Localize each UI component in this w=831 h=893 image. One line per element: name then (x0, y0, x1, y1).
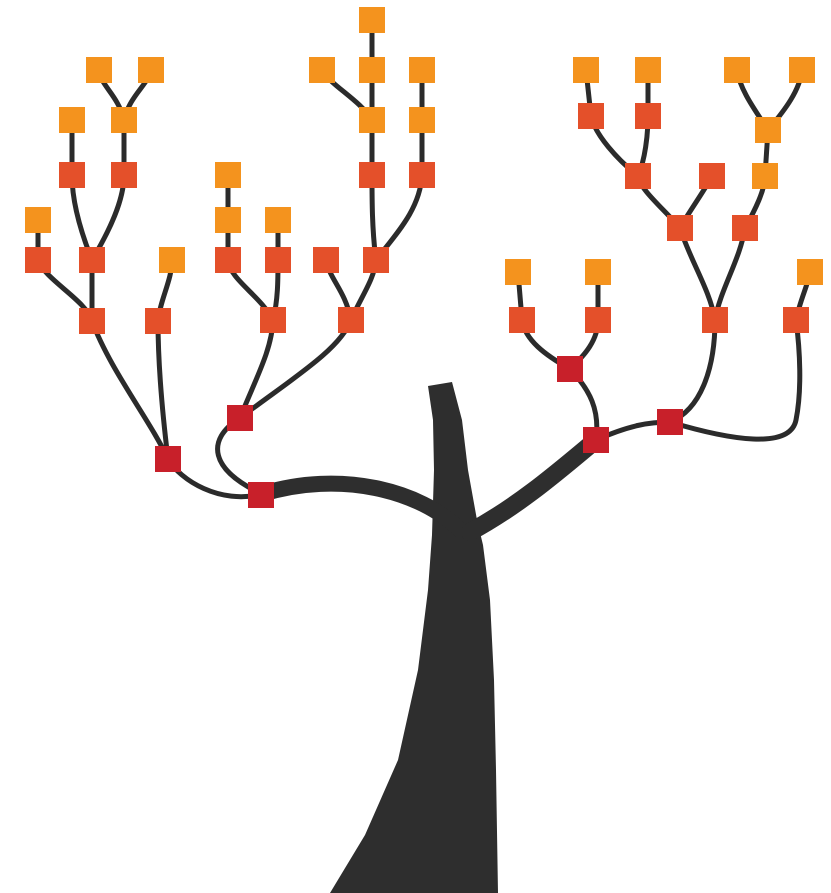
node-leaf (215, 162, 241, 188)
node-leaf (111, 107, 137, 133)
node-junction (227, 405, 253, 431)
node-leaf (86, 57, 112, 83)
node-leaf (797, 259, 823, 285)
node-mid (409, 162, 435, 188)
node-leaf (752, 163, 778, 189)
node-leaf (585, 259, 611, 285)
node-leaf (138, 57, 164, 83)
node-mid (79, 247, 105, 273)
node-junction (155, 446, 181, 472)
node-leaf (635, 57, 661, 83)
node-mid (25, 247, 51, 273)
node-leaf (25, 207, 51, 233)
node-leaf (215, 207, 241, 233)
node-leaf (789, 57, 815, 83)
node-mid (59, 162, 85, 188)
node-leaf (309, 57, 335, 83)
tree-branches (38, 20, 810, 497)
node-mid (265, 247, 291, 273)
node-mid (260, 307, 286, 333)
node-leaf (724, 57, 750, 83)
node-mid (215, 247, 241, 273)
node-mid (313, 247, 339, 273)
node-leaf (755, 117, 781, 143)
node-mid (578, 103, 604, 129)
node-mid (625, 163, 651, 189)
node-mid (667, 215, 693, 241)
node-leaf (265, 207, 291, 233)
node-leaf (59, 107, 85, 133)
tree-trunk (330, 382, 498, 893)
node-junction (657, 409, 683, 435)
node-leaf (359, 57, 385, 83)
node-leaf (409, 107, 435, 133)
node-mid (783, 307, 809, 333)
node-leaf (573, 57, 599, 83)
node-mid (635, 103, 661, 129)
node-mid (145, 308, 171, 334)
node-mid (79, 308, 105, 334)
node-mid (111, 162, 137, 188)
node-mid (699, 163, 725, 189)
trunk-left-branch (262, 484, 460, 530)
node-mid (585, 307, 611, 333)
node-mid (338, 307, 364, 333)
node-junction (583, 427, 609, 453)
node-mid (363, 247, 389, 273)
node-leaf (409, 57, 435, 83)
node-mid (702, 307, 728, 333)
node-leaf (359, 7, 385, 33)
node-mid (359, 162, 385, 188)
node-junction (557, 356, 583, 382)
trunk-right-branch (470, 440, 596, 532)
node-junction (248, 482, 274, 508)
node-leaf (159, 247, 185, 273)
node-leaf (505, 259, 531, 285)
node-leaf (359, 107, 385, 133)
node-mid (509, 307, 535, 333)
node-mid (732, 215, 758, 241)
